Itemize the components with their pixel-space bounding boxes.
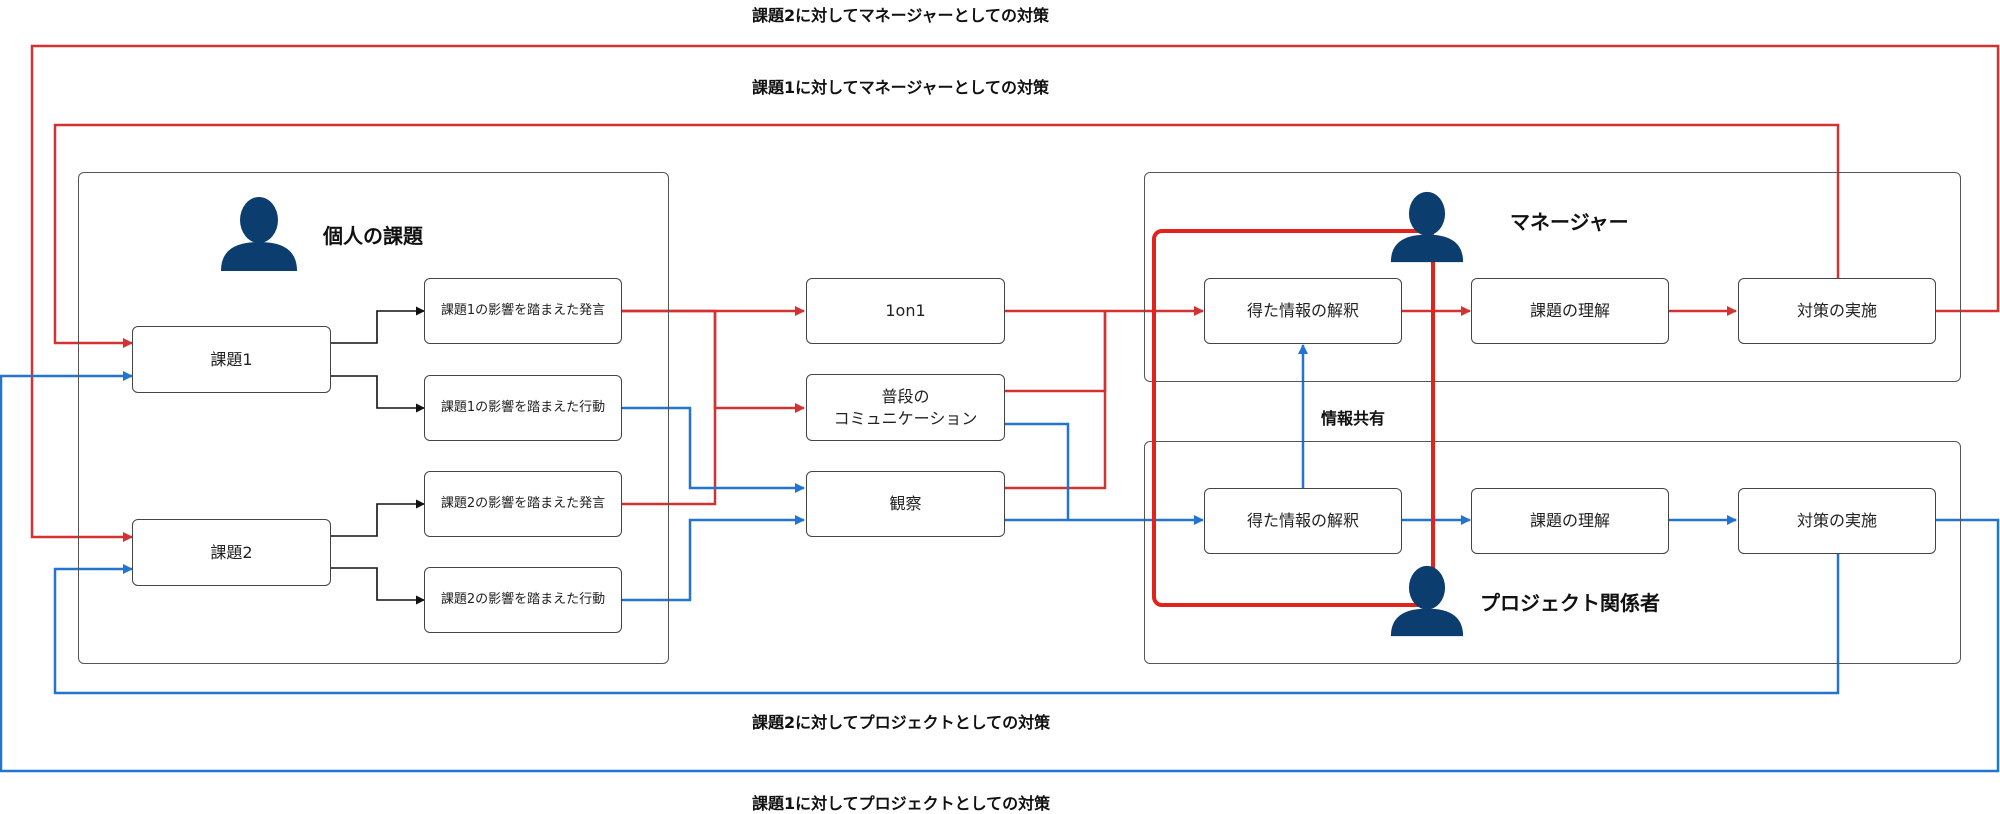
stakeholder-group bbox=[1144, 441, 1961, 664]
node-action2: 課題2の影響を踏まえた行動 bbox=[424, 567, 622, 633]
caption-manager-issue2: 課題2に対してマネージャーとしての対策 bbox=[752, 6, 1050, 25]
individual-issues-title: 個人の課題 bbox=[323, 224, 423, 248]
node-manager-interpret: 得た情報の解釈 bbox=[1204, 278, 1402, 344]
manager-title: マネージャー bbox=[1510, 210, 1629, 234]
interpretation-highlight bbox=[1152, 229, 1435, 607]
caption-project-issue2: 課題2に対してプロジェクトとしての対策 bbox=[752, 713, 1051, 732]
caption-manager-issue1: 課題1に対してマネージャーとしての対策 bbox=[752, 78, 1050, 97]
edge-action1-observe bbox=[622, 406, 805, 493]
node-issue1: 課題1 bbox=[132, 326, 331, 393]
stakeholder-title: プロジェクト関係者 bbox=[1480, 591, 1660, 615]
node-speech2: 課題2の影響を踏まえた発言 bbox=[424, 471, 622, 537]
node-1on1: 1on1 bbox=[806, 278, 1005, 344]
node-stakeholder-interpret: 得た情報の解釈 bbox=[1204, 488, 1402, 554]
edge-issue1-action1 bbox=[331, 375, 425, 413]
node-action1: 課題1の影響を踏まえた行動 bbox=[424, 375, 622, 441]
edge-comm-interpret bbox=[1005, 311, 1107, 393]
node-daily-communication: 普段の コミュニケーション bbox=[806, 374, 1005, 441]
node-stakeholder-implement: 対策の実施 bbox=[1738, 488, 1936, 554]
loop-project-issue2 bbox=[53, 553, 1840, 695]
loop-project-issue1 bbox=[0, 371, 2000, 773]
person-icon-individual bbox=[221, 197, 297, 271]
node-issue2: 課題2 bbox=[132, 519, 331, 586]
manager-group bbox=[1144, 172, 1961, 382]
individual-issues-group bbox=[78, 172, 669, 664]
info-share-label: 情報共有 bbox=[1321, 409, 1386, 428]
node-observation: 観察 bbox=[806, 471, 1005, 537]
edge-issue2-action2 bbox=[331, 567, 425, 605]
loop-manager-issue1 bbox=[53, 123, 1840, 348]
edge-issue1-speech1 bbox=[331, 306, 425, 344]
edge-speech2-merge bbox=[622, 311, 717, 506]
node-manager-implement: 対策の実施 bbox=[1738, 278, 1936, 344]
node-manager-understand: 課題の理解 bbox=[1471, 278, 1669, 344]
loop-manager-issue2 bbox=[30, 44, 2000, 542]
node-speech1: 課題1の影響を踏まえた発言 bbox=[424, 278, 622, 344]
caption-project-issue1: 課題1に対してプロジェクトとしての対策 bbox=[752, 794, 1051, 813]
edge-action2-observe bbox=[622, 515, 805, 602]
edge-observe-interpret bbox=[1005, 311, 1107, 490]
node-stakeholder-understand: 課題の理解 bbox=[1471, 488, 1669, 554]
person-icon-manager bbox=[1390, 191, 1464, 263]
edge-comm-stake bbox=[1005, 422, 1070, 520]
person-icon-stakeholder bbox=[1390, 565, 1464, 637]
edge-issue2-speech2 bbox=[331, 499, 425, 537]
